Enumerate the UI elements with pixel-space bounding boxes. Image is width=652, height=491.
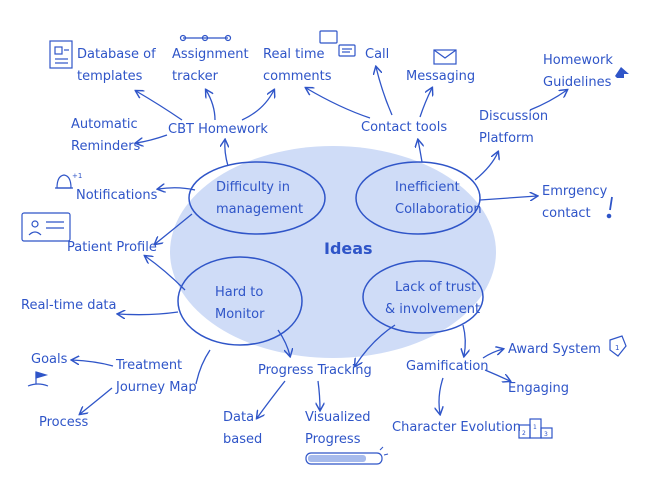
flag-icon: [27, 371, 49, 387]
arrow-contact-to-comments: [306, 88, 371, 119]
node-comments-line2: comments: [263, 69, 332, 84]
node-cbt-homework: CBT Homework: [168, 122, 268, 137]
node-call: Call: [365, 47, 390, 62]
arrow-collaboration-to-discussion: [474, 152, 498, 181]
problem-monitor-line1: Hard to: [215, 285, 264, 300]
problem-trust-line2: & involvement: [385, 302, 481, 317]
arrow-contact-to-messaging: [419, 88, 432, 118]
node-progress-tracking: Progress Tracking: [258, 363, 372, 378]
problem-collaboration-line1: Inefficient: [395, 180, 460, 195]
node-tracker-line2: tracker: [172, 69, 218, 84]
arrow-gamification-to-character: [439, 377, 443, 414]
node-treatment-line2: Journey Map: [116, 380, 197, 395]
arrow-gamification-to-award: [482, 349, 503, 359]
center-label: Ideas: [324, 239, 373, 258]
line-treatment-down: [195, 349, 211, 385]
problem-difficulty-line2: management: [216, 202, 304, 217]
center-blob: [170, 146, 496, 358]
podium-icon: 2 1 3: [518, 418, 553, 439]
node-discussion-line2: Platform: [479, 131, 534, 146]
svg-text:2: 2: [522, 430, 526, 437]
arrow-treatment-to-process: [80, 387, 113, 414]
arrow-monitor-to-progress: [277, 329, 290, 356]
node-data-based-line1: Data: [223, 410, 255, 425]
arrow-collaboration-to-emergency: [479, 196, 537, 200]
node-goals: Goals: [31, 352, 68, 367]
svg-text:1: 1: [533, 424, 537, 431]
problem-bubble-trust: [362, 260, 484, 334]
node-gamification: Gamification: [406, 359, 489, 374]
arrow-progress-to-data: [257, 380, 286, 418]
exclamation-icon: [606, 196, 613, 219]
arrow-contact-to-call: [376, 67, 393, 116]
node-guidelines-line2: Guidelines: [543, 75, 612, 90]
node-emergency-line2: contact: [542, 206, 591, 221]
node-notifications: Notifications: [76, 188, 158, 203]
arrow-treatment-to-goals: [72, 360, 114, 367]
node-data-based-line2: based: [223, 432, 263, 447]
svg-text:+1: +1: [72, 172, 82, 180]
problem-bubble-difficulty: [188, 161, 326, 235]
arrow-monitor-to-profile: [145, 256, 186, 291]
arrow-trust-to-gamification: [463, 324, 465, 356]
arrow-progress-to-visualized: [318, 380, 320, 410]
arrow-up-icon: [615, 67, 629, 78]
node-discussion-line1: Discussion: [479, 109, 549, 124]
node-award-system: Award System: [508, 342, 601, 357]
node-contact-tools: Contact tools: [361, 120, 448, 135]
problem-trust-line1: Lack of trust: [395, 280, 477, 295]
node-character-evolution: Character Evolution: [392, 420, 521, 435]
arrow-cbt-to-reminders: [136, 134, 168, 143]
arrow-monitor-to-realtime: [118, 312, 179, 315]
arrow-cbt-to-tracker: [206, 90, 216, 121]
comment-icon: [319, 30, 356, 57]
problem-difficulty-line1: Difficulty in: [216, 180, 290, 195]
bell-icon: +1: [55, 172, 82, 189]
node-guidelines-line1: Homework: [543, 53, 613, 68]
arrow-discussion-to-guidelines: [529, 90, 567, 111]
envelope-icon: [433, 49, 457, 65]
node-tracker-line1: Assignment: [172, 47, 249, 62]
progress-bar-icon: [305, 446, 389, 465]
arrow-cbt-to-comments: [241, 90, 274, 121]
arrow-cbt-to-database: [136, 91, 183, 121]
svg-text:1: 1: [615, 344, 619, 352]
node-database-line2: templates: [77, 69, 143, 84]
node-reminders-line1: Automatic: [71, 117, 138, 132]
id-card-icon: [21, 212, 71, 242]
node-realtime-data: Real-time data: [21, 298, 117, 313]
node-visualized-line2: Progress: [305, 432, 361, 447]
node-treatment-line1: Treatment: [116, 358, 183, 373]
document-icon: [49, 40, 73, 69]
node-database-line1: Database of: [77, 47, 156, 62]
problem-collaboration-line2: Collaboration: [395, 202, 482, 217]
node-comments-line1: Real time: [263, 47, 325, 62]
svg-text:3: 3: [544, 431, 548, 438]
arrow-difficulty-to-profile: [155, 213, 193, 244]
node-engaging: Engaging: [508, 381, 570, 396]
node-reminders-line2: Reminders: [71, 139, 141, 154]
problem-monitor-line2: Monitor: [215, 307, 265, 322]
node-patient-profile: Patient Profile: [67, 240, 157, 255]
node-emergency-line1: Emrgency: [542, 184, 608, 199]
node-messaging: Messaging: [406, 69, 476, 84]
arrow-difficulty-to-cbt: [225, 140, 228, 167]
arrow-trust-to-progress: [355, 324, 396, 366]
badge-icon: 1: [609, 335, 627, 357]
node-visualized-line1: Visualized: [305, 410, 371, 425]
arrow-gamification-to-engaging: [484, 369, 510, 381]
problem-bubble-monitor: [177, 256, 303, 346]
node-process: Process: [39, 415, 89, 430]
problem-bubble-collaboration: [355, 161, 481, 235]
arrow-collaboration-to-contact: [418, 140, 422, 163]
arrow-difficulty-to-notifications: [158, 188, 196, 190]
tracker-line-icon: [179, 34, 232, 42]
